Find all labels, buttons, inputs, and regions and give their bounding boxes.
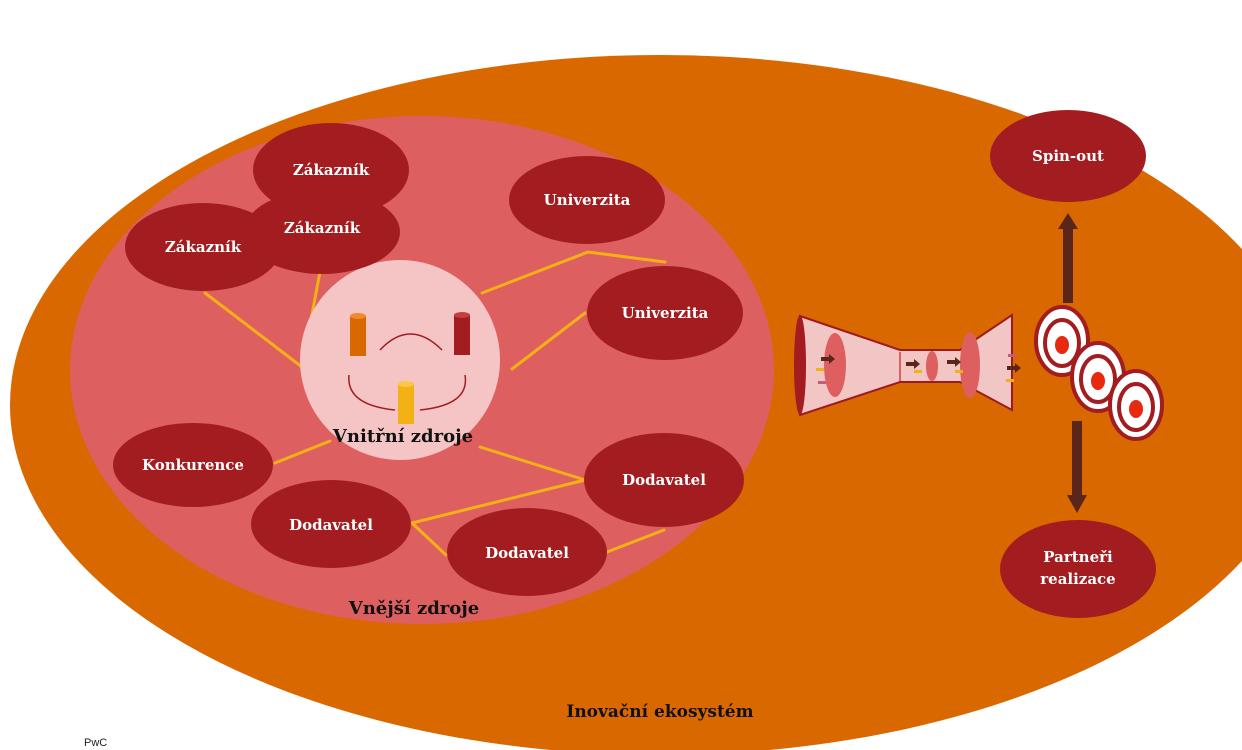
svg-text:Spin-out: Spin-out [1032, 147, 1104, 165]
target-icon [1034, 305, 1164, 441]
internal-resources-circle [300, 260, 500, 460]
connector-supplier-bottom [410, 521, 448, 557]
svg-text:Dodavatel: Dodavatel [622, 471, 706, 489]
node-customer-mid: Zákazník [244, 190, 400, 274]
node-spin-out: Spin-out [990, 110, 1146, 202]
svg-text:Univerzita: Univerzita [544, 191, 631, 209]
ecosystem-label: Inovační ekosystém [566, 702, 753, 722]
node-competition: Konkurence [113, 423, 273, 507]
svg-text:Dodavatel: Dodavatel [485, 544, 569, 562]
svg-text:Dodavatel: Dodavatel [289, 516, 373, 534]
connector-supplier-right [478, 445, 587, 482]
svg-text:Zákazník: Zákazník [284, 219, 361, 237]
node-partners: Partneři realizace [1000, 520, 1156, 618]
connector-supplier-left [410, 478, 587, 525]
svg-text:realizace: realizace [1040, 570, 1115, 588]
svg-text:Partneři: Partneři [1043, 548, 1113, 566]
innovation-funnel-icon [794, 313, 1021, 417]
connector-university-1 [480, 250, 667, 295]
arrow-down-icon [1067, 421, 1087, 513]
node-university-2: Univerzita [587, 266, 743, 360]
footer-source-label: PwC [84, 737, 108, 749]
connector-competition [273, 439, 332, 465]
arrow-up-icon [1058, 213, 1078, 303]
resource-cylinder-icon [348, 312, 470, 424]
external-resources-label: Vnější zdroje [348, 598, 480, 619]
node-supplier-right: Dodavatel [584, 433, 744, 527]
node-customer-front: Zákazník [125, 203, 281, 291]
node-university-1: Univerzita [509, 156, 665, 244]
connector-supplier-bottom-right [605, 528, 666, 554]
svg-text:Zákazník: Zákazník [293, 161, 370, 179]
svg-text:Zákazník: Zákazník [165, 238, 242, 256]
node-supplier-left: Dodavatel [251, 480, 411, 568]
svg-text:Konkurence: Konkurence [142, 456, 244, 474]
connector-customer-front [203, 291, 304, 369]
svg-text:Univerzita: Univerzita [622, 304, 709, 322]
node-supplier-bottom: Dodavatel [447, 508, 607, 596]
internal-resources-label: Vnitřní zdroje [332, 426, 473, 447]
connector-university-2 [510, 311, 587, 371]
